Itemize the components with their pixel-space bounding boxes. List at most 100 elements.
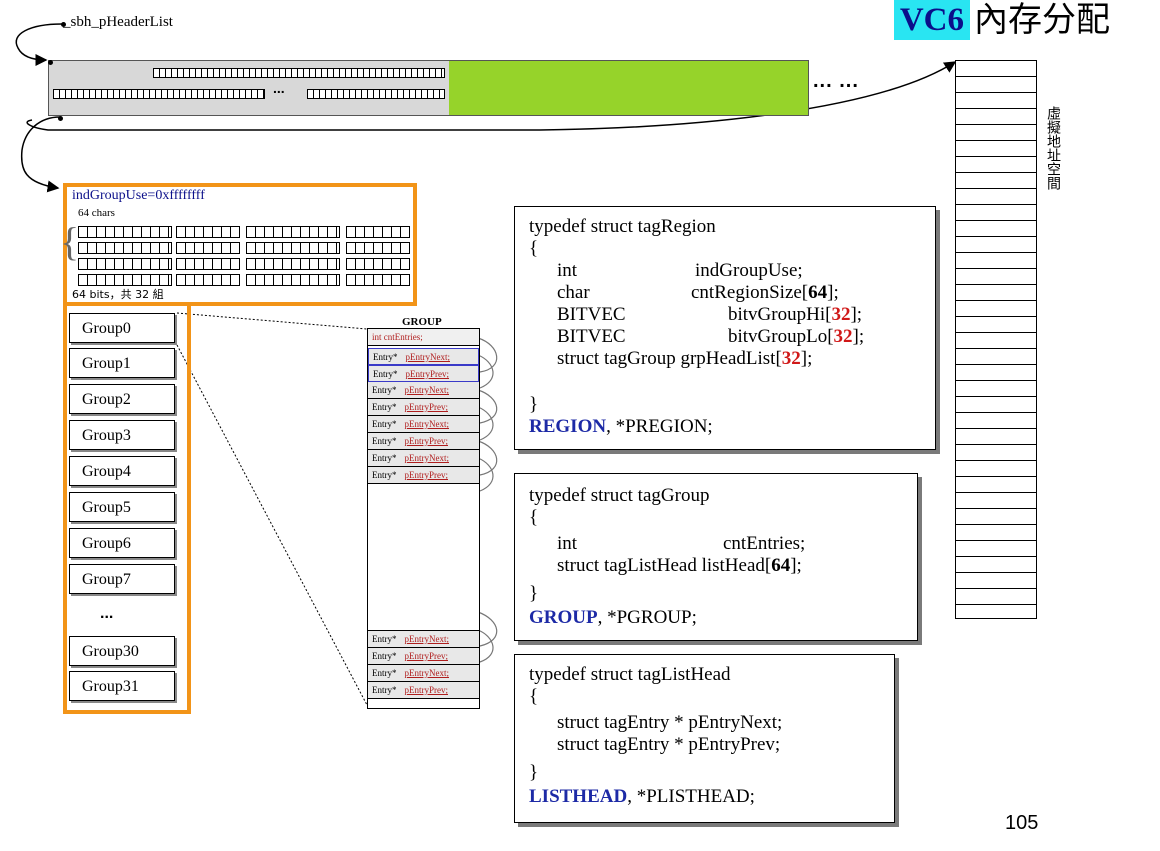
group-column-title: GROUP bbox=[402, 316, 442, 328]
field-end: ]; bbox=[800, 348, 813, 369]
header-bit-row-top bbox=[153, 68, 445, 78]
type-name: GROUP bbox=[529, 607, 598, 628]
next-field: pEntryNext; bbox=[404, 419, 450, 429]
bitmap-cell bbox=[176, 274, 240, 286]
next-field: pEntryNext; bbox=[404, 634, 450, 644]
group-item-4: Group4 bbox=[69, 456, 175, 486]
field-end: ]; bbox=[790, 555, 802, 576]
code-field: struct tagEntry * pEntryNext; bbox=[557, 712, 783, 733]
code-field: struct tagEntry * pEntryPrev; bbox=[557, 734, 781, 755]
next-field: pEntryNext; bbox=[405, 352, 451, 362]
entry-type: Entry* bbox=[372, 385, 397, 395]
code-typedef-name: REGION, *PREGION; bbox=[529, 417, 713, 437]
bitmap-cell bbox=[346, 274, 410, 286]
field-name: bitvGroupLo[ bbox=[728, 326, 834, 347]
group-ellipsis: ... bbox=[100, 605, 114, 622]
chars-label: 64 chars bbox=[78, 207, 115, 219]
type-rest: , *PGROUP; bbox=[597, 607, 697, 628]
code-box-group: typedef struct tagGroup { int cntEntries… bbox=[514, 473, 918, 641]
list-gap bbox=[368, 485, 479, 631]
code-field: struct tagGroup grpHeadList[32]; bbox=[557, 349, 812, 369]
pointer-dot bbox=[58, 116, 63, 121]
field-name: bitvGroupHi[ bbox=[728, 304, 832, 325]
field-end: ]; bbox=[852, 326, 865, 347]
bitmap-cell bbox=[78, 258, 172, 270]
group-list-frame bbox=[63, 304, 191, 714]
entry-type: Entry* bbox=[372, 470, 397, 480]
prev-field: pEntryPrev; bbox=[404, 402, 449, 412]
code-brace: } bbox=[529, 583, 539, 604]
list-head-row: Entry*pEntryPrev; bbox=[368, 682, 479, 699]
ind-group-use-label: indGroupUse=0xffffffff bbox=[72, 188, 205, 203]
list-head-row: Entry*pEntryNext; bbox=[368, 450, 479, 467]
group-item-31: Group31 bbox=[69, 671, 175, 701]
entry-type: Entry* bbox=[372, 436, 397, 446]
group-item-30: Group30 bbox=[69, 636, 175, 666]
code-field: bitvGroupHi[32]; bbox=[728, 305, 862, 325]
prev-field: pEntryPrev; bbox=[404, 470, 449, 480]
prev-field: pEntryPrev; bbox=[404, 436, 449, 446]
bitmap-cell bbox=[176, 226, 240, 238]
code-type: BITVEC bbox=[557, 304, 626, 325]
header-block: ... bbox=[48, 60, 809, 116]
header-ellipsis: ... ... bbox=[813, 70, 859, 92]
array-size: 32 bbox=[831, 304, 851, 325]
entry-type: Entry* bbox=[372, 651, 397, 661]
next-field: pEntryNext; bbox=[404, 453, 450, 463]
group-item-1: Group1 bbox=[69, 348, 175, 378]
field-end: ]; bbox=[850, 304, 863, 325]
bitmap-cell bbox=[78, 242, 172, 254]
entry-type: Entry* bbox=[372, 634, 397, 644]
type-name: LISTHEAD bbox=[529, 786, 628, 807]
group-item-7: Group7 bbox=[69, 564, 175, 594]
prev-field: pEntryPrev; bbox=[404, 685, 449, 695]
code-type: BITVEC bbox=[557, 326, 626, 347]
code-box-listhead: typedef struct tagListHead { struct tagE… bbox=[514, 654, 895, 823]
list-head-row: Entry* pEntryNext; bbox=[368, 348, 479, 365]
code-box-region: typedef struct tagRegion { int indGroupU… bbox=[514, 206, 936, 450]
bitmap-cell bbox=[78, 226, 172, 238]
code-type: int bbox=[557, 260, 578, 281]
slide-title: VC6 內存分配 bbox=[893, 0, 1110, 42]
page-number: 105 bbox=[1005, 812, 1039, 834]
field-name: struct tagListHead listHead[ bbox=[557, 555, 772, 576]
list-head-row: Entry* pEntryNext; bbox=[368, 382, 479, 399]
bitmap-cell bbox=[78, 274, 172, 286]
group-item-3: Group3 bbox=[69, 420, 175, 450]
bits-label: 64 bits，共 32 組 bbox=[72, 288, 164, 301]
type-rest: , *PLISTHEAD; bbox=[627, 786, 755, 807]
next-field: pEntryNext; bbox=[404, 668, 450, 678]
bits-brace: { bbox=[60, 219, 80, 264]
array-size: 64 bbox=[771, 555, 791, 576]
array-size: 64 bbox=[808, 282, 828, 303]
group-item-0: Group0 bbox=[69, 313, 175, 343]
entry-type: Entry* bbox=[372, 402, 397, 412]
bitmap-cell bbox=[246, 258, 340, 270]
code-line: typedef struct tagRegion bbox=[529, 216, 716, 237]
list-head-row: Entry*pEntryPrev; bbox=[368, 365, 479, 382]
list-head-row: Entry*pEntryNext; bbox=[368, 665, 479, 682]
entry-type: Entry* bbox=[372, 419, 397, 429]
code-brace: } bbox=[529, 394, 539, 415]
list-head-row: Entry*pEntryPrev; bbox=[368, 648, 479, 665]
bitmap-cell bbox=[246, 226, 340, 238]
prev-field: pEntryPrev; bbox=[405, 369, 450, 379]
next-field: pEntryNext; bbox=[404, 385, 450, 395]
header-row-ellipsis: ... bbox=[273, 80, 285, 96]
header-bit-row-right bbox=[307, 89, 445, 99]
title-text: 內存分配 bbox=[974, 0, 1110, 40]
field-name: struct tagGroup grpHeadList[ bbox=[557, 348, 782, 369]
header-list-label: _sbh_pHeaderList bbox=[63, 14, 173, 30]
pointer-dot bbox=[48, 60, 53, 65]
bitmap-cell bbox=[246, 274, 340, 286]
list-head-row: Entry* pEntryNext; bbox=[368, 416, 479, 433]
entry-type: Entry* bbox=[373, 352, 398, 362]
list-head-row: Entry* pEntryPrev; bbox=[368, 399, 479, 416]
array-size: 32 bbox=[781, 348, 801, 369]
group-structure-column: int cntEntries; Entry*pEntryNext; Entry*… bbox=[367, 328, 480, 709]
code-line: typedef struct tagListHead bbox=[529, 664, 731, 685]
list-head-row: Entry* pEntryNext; bbox=[368, 631, 479, 648]
group-item-5: Group5 bbox=[69, 492, 175, 522]
array-size: 32 bbox=[833, 326, 853, 347]
